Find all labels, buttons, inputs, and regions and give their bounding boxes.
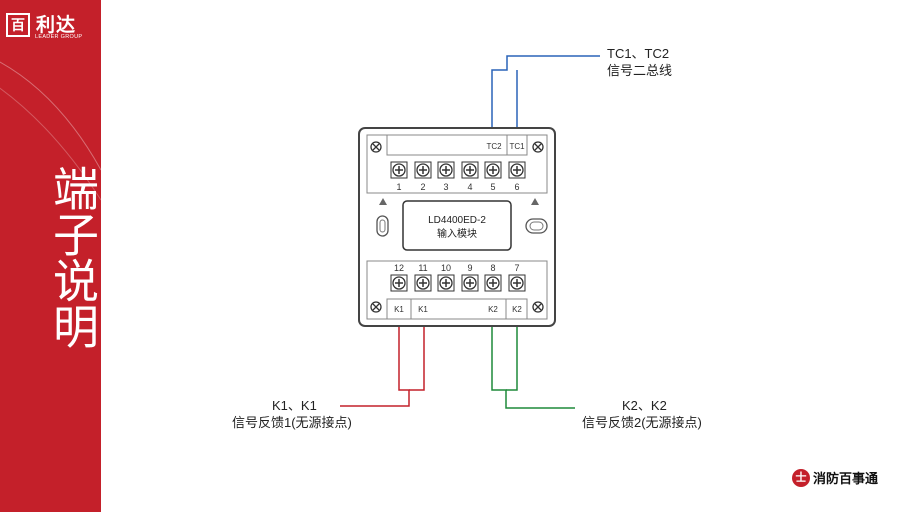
terminal-number: 10 xyxy=(441,263,451,273)
top-terminal-screws xyxy=(390,161,526,179)
footer-brand: 士 消防百事通 xyxy=(792,468,878,487)
terminal-number: 12 xyxy=(394,263,404,273)
terminal-number: 7 xyxy=(514,263,519,273)
page-title: 端子说明 xyxy=(47,165,99,349)
arrow-up-right-icon xyxy=(531,198,539,205)
terminal-number: 8 xyxy=(490,263,495,273)
module-label-box xyxy=(402,200,512,251)
k1-callout-desc: 信号反馈1(无源接点) xyxy=(232,415,352,430)
module-name: 输入模块 xyxy=(437,227,477,240)
module-model: LD4400ED-2 xyxy=(428,215,486,226)
k2-callout-title: K2、K2 xyxy=(622,398,667,413)
terminal-screw-icon xyxy=(437,274,455,292)
terminal-number: 4 xyxy=(467,182,472,192)
led-left-indicator xyxy=(376,215,389,237)
tc-wire-pair xyxy=(491,55,600,128)
bottom-label-k2: K2 xyxy=(488,305,498,314)
tc-callout-desc: 信号二总线 xyxy=(607,63,673,78)
sidebar: 百 利达 LEADER GROUP 端子说明 xyxy=(0,0,101,512)
k2-callout-desc: 信号反馈2(无源接点) xyxy=(582,415,702,430)
terminal-screw-icon xyxy=(508,274,526,292)
terminal-number: 9 xyxy=(467,263,472,273)
bottom-label-k1: K1 xyxy=(394,305,404,314)
terminal-screw-icon xyxy=(414,274,432,292)
top-label-tc1: TC1 xyxy=(509,142,525,151)
led-right-inner xyxy=(529,221,544,231)
led-right-indicator xyxy=(525,218,548,234)
bottom-label-k2: K2 xyxy=(512,305,522,314)
fire-brand-icon: 士 xyxy=(792,468,810,487)
terminal-number: 3 xyxy=(443,182,448,192)
terminal-screw-icon xyxy=(508,161,526,179)
mount-screw-bl-icon xyxy=(370,301,382,313)
terminal-screw-icon xyxy=(437,161,455,179)
terminal-screw-icon xyxy=(414,161,432,179)
arrow-up-left-icon xyxy=(379,198,387,205)
terminal-screw-icon xyxy=(390,274,408,292)
terminal-screw-icon xyxy=(390,161,408,179)
sidebar-decor-arcs xyxy=(0,61,101,201)
led-left-inner xyxy=(379,219,386,233)
k2-wire-pair xyxy=(491,326,575,409)
terminal-screw-icon xyxy=(484,161,502,179)
terminal-screw-icon xyxy=(484,274,502,292)
k1-wire-pair xyxy=(340,326,425,407)
terminal-screw-icon xyxy=(461,161,479,179)
bottom-label-k1: K1 xyxy=(418,305,428,314)
tc-callout-title: TC1、TC2 xyxy=(607,46,670,61)
brand-subtitle: LEADER GROUP xyxy=(35,34,83,40)
terminal-number: 5 xyxy=(490,182,495,192)
footer-brand-text: 消防百事通 xyxy=(813,471,879,486)
terminal-number: 1 xyxy=(396,182,401,192)
terminal-number: 11 xyxy=(418,263,427,273)
brand-logo-icon: 百 xyxy=(6,13,30,37)
mount-screw-br-icon xyxy=(532,301,544,313)
bottom-terminal-screws xyxy=(390,274,526,292)
mount-screw-tl-icon xyxy=(370,141,382,153)
terminal-number: 2 xyxy=(420,182,425,192)
terminal-number: 6 xyxy=(514,182,519,192)
k1-callout-title: K1、K1 xyxy=(272,398,317,413)
mount-screw-tr-icon xyxy=(532,141,544,153)
brand-name: 利达 xyxy=(36,15,77,36)
terminal-screw-icon xyxy=(461,274,479,292)
top-label-tc2: TC2 xyxy=(486,142,502,151)
